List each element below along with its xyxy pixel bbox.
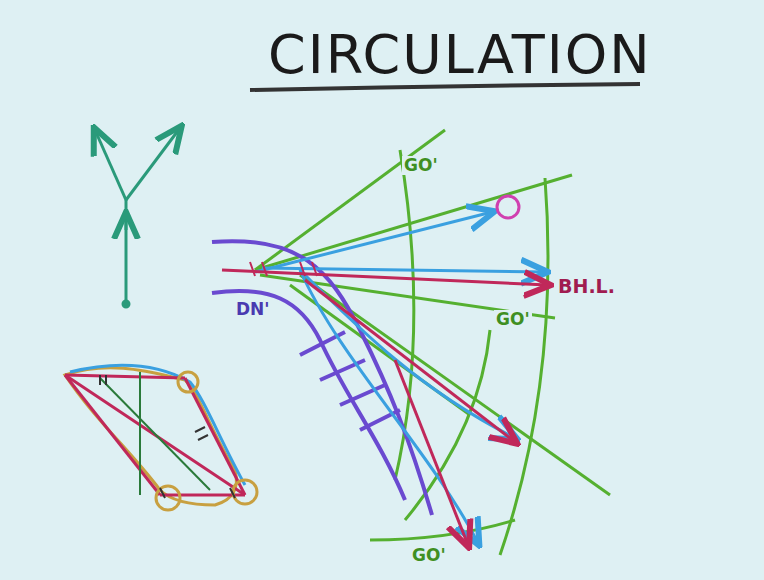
direction-label: GO' <box>410 546 448 565</box>
target-circle <box>497 196 519 218</box>
title: CIRCULATION <box>268 28 652 82</box>
junction-sketch <box>65 365 257 510</box>
direction-label: GO' <box>402 156 440 175</box>
branch-figure <box>95 128 180 307</box>
curved-lane <box>212 241 432 515</box>
title-underline <box>250 84 640 90</box>
flow-fan-lines <box>255 130 610 555</box>
direction-label: DN' <box>234 300 272 319</box>
line-label: BH.L. <box>556 276 617 297</box>
direction-label: GO' <box>494 310 532 329</box>
vehicle-path-arrows <box>255 212 545 543</box>
direction-arrows <box>222 262 548 545</box>
